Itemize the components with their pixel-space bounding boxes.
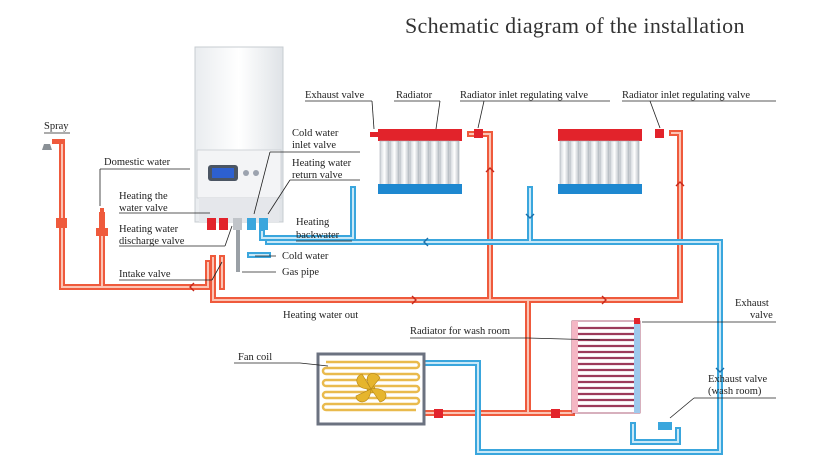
radiator-2 (558, 129, 664, 194)
label-exhaust-right-line2: valve (750, 310, 773, 321)
label-radiator-wash-room: Radiator for wash room (410, 326, 510, 337)
label-intake-valve: Intake valve (119, 269, 171, 280)
valve-icon (474, 129, 483, 138)
chevron-arrow-icon (525, 213, 535, 219)
valve-icon (259, 218, 268, 230)
label-heating-return-line1: Heating water (292, 158, 352, 169)
labels: Spray Domestic water Heating the water v… (44, 90, 773, 397)
valve-icon (207, 218, 216, 230)
label-heating-water-valve-line2: water valve (119, 203, 168, 214)
chevron-arrow-icon (189, 282, 195, 292)
chevron-arrow-icon (715, 367, 725, 373)
valve-icon (370, 132, 378, 137)
fan-blade-icon (355, 373, 387, 403)
fan-coil-unit (316, 352, 560, 426)
label-heating-backwater-line2: backwater (296, 230, 340, 241)
label-spray: Spray (44, 121, 69, 132)
label-heating-discharge-line2: discharge valve (119, 236, 185, 247)
valve-icon (634, 318, 640, 324)
wall-boiler-icon (194, 46, 284, 223)
label-radiator: Radiator (396, 90, 433, 101)
label-radiator-inlet-1: Radiator inlet regulating valve (460, 90, 588, 101)
label-domestic-water: Domestic water (104, 157, 171, 168)
flow-arrows (189, 167, 725, 373)
label-exhaust-wash-line2: (wash room) (708, 386, 762, 397)
shower-head-icon (42, 139, 65, 150)
label-radiator-inlet-2: Radiator inlet regulating valve (622, 90, 750, 101)
cold-pipes (247, 186, 723, 455)
valve-icon (56, 218, 67, 228)
label-cold-inlet-line1: Cold water (292, 128, 339, 139)
label-exhaust-wash-line1: Exhaust valve (708, 374, 768, 385)
chevron-arrow-icon (601, 295, 607, 305)
valve-icon (219, 218, 228, 230)
wash-room-radiator (571, 318, 672, 430)
boiler-valves (207, 218, 268, 230)
label-gas-pipe: Gas pipe (282, 267, 319, 278)
valve-icon (551, 409, 560, 418)
chevron-arrow-icon (485, 167, 495, 173)
valve-icon (658, 422, 672, 430)
chevron-arrow-icon (675, 181, 685, 187)
valve-icon (96, 228, 108, 236)
valve-icon (655, 129, 664, 138)
valve-icon (247, 218, 256, 230)
leader-lines (44, 100, 776, 419)
diagram-title: Schematic diagram of the installation (405, 13, 745, 38)
label-cold-inlet-line2: inlet valve (292, 140, 336, 151)
gas-pipe-line (236, 225, 240, 272)
label-fan-coil: Fan coil (238, 352, 272, 363)
label-exhaust-valve: Exhaust valve (305, 90, 365, 101)
label-cold-water: Cold water (282, 251, 329, 262)
label-heating-water-valve-line1: Heating the (119, 191, 168, 202)
valve-icon (434, 409, 443, 418)
label-heating-discharge-line1: Heating water (119, 224, 179, 235)
valve-icon (233, 218, 242, 230)
label-heating-water-out: Heating water out (283, 310, 358, 321)
label-exhaust-right-line1: Exhaust (735, 298, 769, 309)
chevron-arrow-icon (411, 295, 417, 305)
chevron-arrow-icon (423, 237, 429, 247)
radiator-1 (370, 129, 483, 194)
label-heating-backwater-line1: Heating (296, 217, 330, 228)
label-heating-return-line2: return valve (292, 170, 343, 181)
